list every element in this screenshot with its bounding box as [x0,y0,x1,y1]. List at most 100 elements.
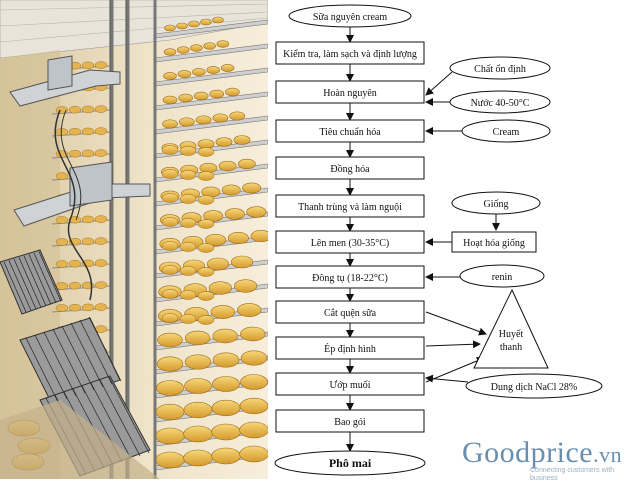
cheese-wheel [55,216,69,224]
step-n2: Kiểm tra, làm sạch và định lượng [275,41,425,65]
grate-bar [25,337,59,403]
cheese-wheel [68,259,82,268]
cheese-wheel [250,230,268,242]
cheese-wheel [227,232,249,245]
cheese-wheel [239,445,268,463]
rennet-node-label: renin [492,272,513,283]
cheese-wheel [157,332,183,348]
step-n9: Cắt quện sữa [275,300,425,324]
step-n13: Phô mai [274,450,426,476]
cheese-wheel [212,113,229,123]
cheese-wheel [81,127,95,136]
step-n6: Thanh trùng và làm nguội [275,194,425,218]
step-shape [275,265,425,289]
grate-bar [88,316,122,382]
whey-label-2: thanh [500,342,522,353]
step-label: Bao gói [334,417,366,428]
cream-node-shape [461,119,551,143]
cheese-wheel [239,421,268,439]
cheese-wheel [211,399,241,417]
grate-bar [90,382,132,460]
culture-activation-node-shape [451,231,537,253]
cheese-wheel [210,305,235,319]
cheese-wheel [179,314,197,324]
cheese-wheel [193,91,209,101]
whey-label-1: Huyết [499,329,524,340]
cheese-wheel [81,237,95,246]
grate-bar [3,261,27,313]
step-label: Tiêu chuẩn hóa [319,127,381,138]
cheese-wheel [161,265,179,275]
cheese-wheel [81,105,95,114]
side-arrow [425,374,469,383]
cheese-wheel [94,149,108,157]
cheese-wheel [184,354,212,370]
cheese-wheel [68,215,82,224]
cheese-wheel [197,315,215,325]
cheese-wheel [205,234,227,247]
culture-activation-node: Hoạt hóa giống [451,231,537,253]
water-node: Nước 40-50°C [449,90,551,114]
grate-bar [8,260,32,311]
cheese-wheel [240,350,268,366]
cheese-wheel [233,279,258,293]
cheese-wheel [177,70,192,78]
cheese-wheel [188,20,200,28]
step-shape [275,194,425,218]
grate-bar [79,319,113,385]
cheese-wheel [197,147,215,157]
side-arrow [425,311,487,336]
water-node-shape [449,90,551,114]
cheese-wheel [220,64,235,72]
grate-bar [70,322,104,388]
cheese-wheel [233,135,251,145]
cheese-wheel [240,374,268,390]
step-shape [275,372,425,396]
whey-node: Huyết thanh [473,288,549,369]
step-shape [275,230,425,254]
cheese-wheel [179,146,197,156]
cheese-wheel [161,193,179,203]
grate-bar [28,254,52,305]
cheese-wheel [218,160,237,172]
watermark-brand: Goodprice.vn [462,438,622,470]
side-arrow [425,340,481,349]
cheese-wheel [81,303,95,312]
culture-node-shape [451,191,541,215]
cheese-wheel [94,281,108,289]
step-n1: Sữa nguyên cream [288,4,412,28]
step-n4: Tiêu chuẩn hóa [275,119,425,143]
cheese-wheel [179,266,197,276]
brine-node-label: Dung dịch NaCl 28% [491,382,577,393]
cheese-wheel [178,117,195,127]
cheese-wheel [176,22,188,30]
step-label: Đông tụ (18-22°C) [312,273,388,284]
cheese-wheel [206,66,220,74]
step-shape [288,4,412,28]
step-n11: Ướp muối [275,372,425,396]
cheese-wheel [178,93,193,103]
grate-bar [23,255,47,307]
step-n5: Đồng hóa [275,156,425,180]
cheese-wheel [81,61,95,70]
cheese-wheel [176,46,190,54]
cheese-wheel [94,215,108,223]
cream-node: Cream [461,119,551,143]
cheese-wheel [224,208,245,220]
cheese-wheel [94,303,108,311]
cheese-wheel [215,137,233,147]
step-n12: Bao gói [275,409,425,433]
cheese-wheel [212,352,240,368]
cheese-wheel [68,127,82,136]
cheese-wheel [163,72,177,80]
water-node-label: Nước 40-50°C [471,98,530,109]
step-shape [275,119,425,143]
rennet-node: renin [459,264,545,288]
cheese-wheel [206,257,230,271]
cheese-wheel [179,170,197,180]
cheese-wheel [81,149,95,158]
step-shape [275,300,425,324]
cheese-wheel [184,378,212,394]
